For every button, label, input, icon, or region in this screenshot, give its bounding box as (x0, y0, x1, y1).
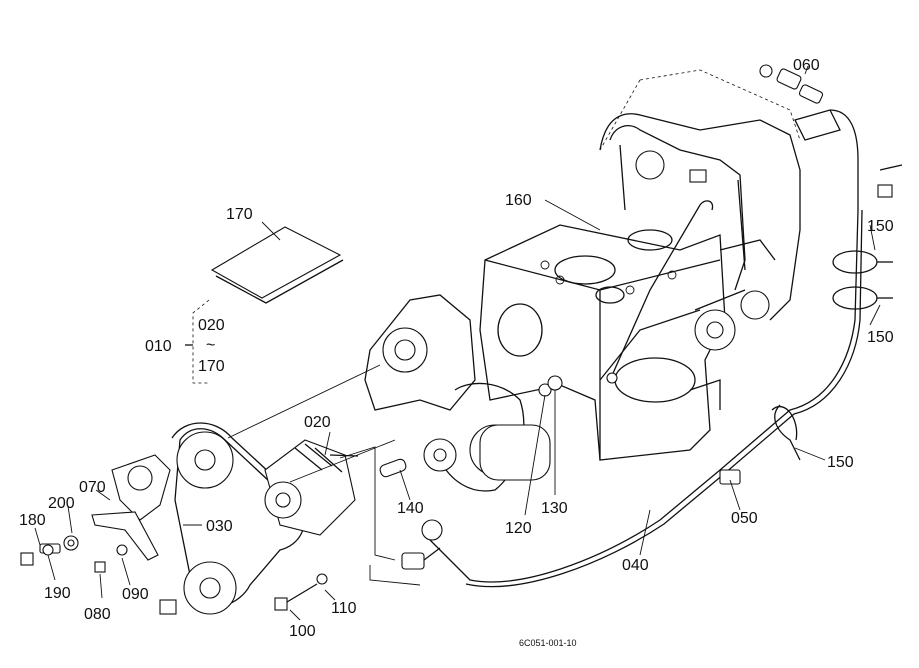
label-080: 080 (84, 606, 111, 623)
sensor-060 (759, 64, 859, 210)
label-190: 190 (44, 585, 71, 602)
bracket-top-label: 020 (198, 317, 225, 334)
document-code: 6C051-001-10 (519, 638, 577, 648)
bracket-070 (91, 454, 171, 561)
label-150-bottom: 150 (827, 454, 854, 471)
label-180: 180 (19, 512, 46, 529)
label-030: 030 (206, 518, 233, 535)
label-010: 010 (145, 338, 172, 355)
label-160: 160 (505, 192, 532, 209)
label-100: 100 (289, 623, 316, 640)
manual-170 (210, 226, 344, 304)
group-bracket (185, 299, 210, 384)
label-130: 130 (541, 500, 568, 517)
label-040: 040 (622, 557, 649, 574)
label-150-middle: 150 (867, 329, 894, 346)
engine-block (479, 224, 726, 461)
label-200: 200 (48, 495, 75, 512)
label-170: 170 (226, 206, 253, 223)
shaft-pin (379, 438, 457, 478)
wiring-harness (401, 164, 903, 588)
timing-cover (364, 294, 551, 492)
starter-housing (694, 289, 770, 351)
label-140: 140 (397, 500, 424, 517)
fan-belt (171, 422, 311, 615)
label-110: 110 (331, 600, 357, 617)
label-070: 070 (79, 479, 106, 496)
engine-housing (599, 69, 801, 321)
small-fasteners (20, 535, 328, 615)
label-150-top: 150 (867, 218, 894, 235)
label-120: 120 (505, 520, 532, 537)
label-090: 090 (122, 586, 149, 603)
alternator-020 (264, 439, 359, 536)
dipstick (606, 200, 714, 384)
label-060: 060 (793, 57, 820, 74)
bracket-tilde: ~ (206, 337, 215, 354)
label-020: 020 (304, 414, 331, 431)
label-050: 050 (731, 510, 758, 527)
bracket-bottom-label: 170 (198, 358, 225, 375)
part-labels: 170 010 020 ~ 170 020 030 070 200 180 19… (19, 57, 894, 640)
guide-lines (227, 364, 421, 586)
leader-lines (34, 65, 881, 621)
clamps-150 (771, 250, 893, 461)
small-ring-parts (538, 375, 563, 397)
